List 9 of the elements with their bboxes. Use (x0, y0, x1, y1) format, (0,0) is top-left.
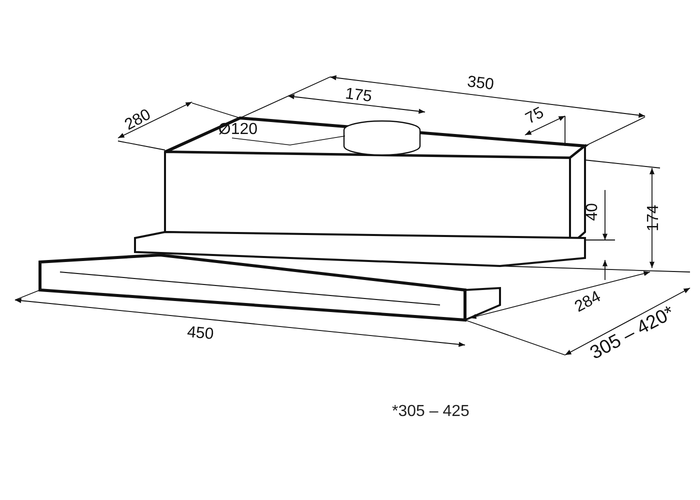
dimension-label: 174 (645, 204, 662, 232)
dimension-label: 284 (572, 288, 604, 316)
dimension-label: 450 (186, 324, 214, 344)
dimension-label: 280 (122, 106, 154, 134)
dimension-label: 40 (584, 203, 601, 221)
dimension-label: 175 (344, 85, 373, 106)
dimension-label: 350 (466, 73, 495, 94)
footnote: *305 – 425 (392, 403, 470, 421)
dimension-label: 75 (523, 104, 547, 128)
